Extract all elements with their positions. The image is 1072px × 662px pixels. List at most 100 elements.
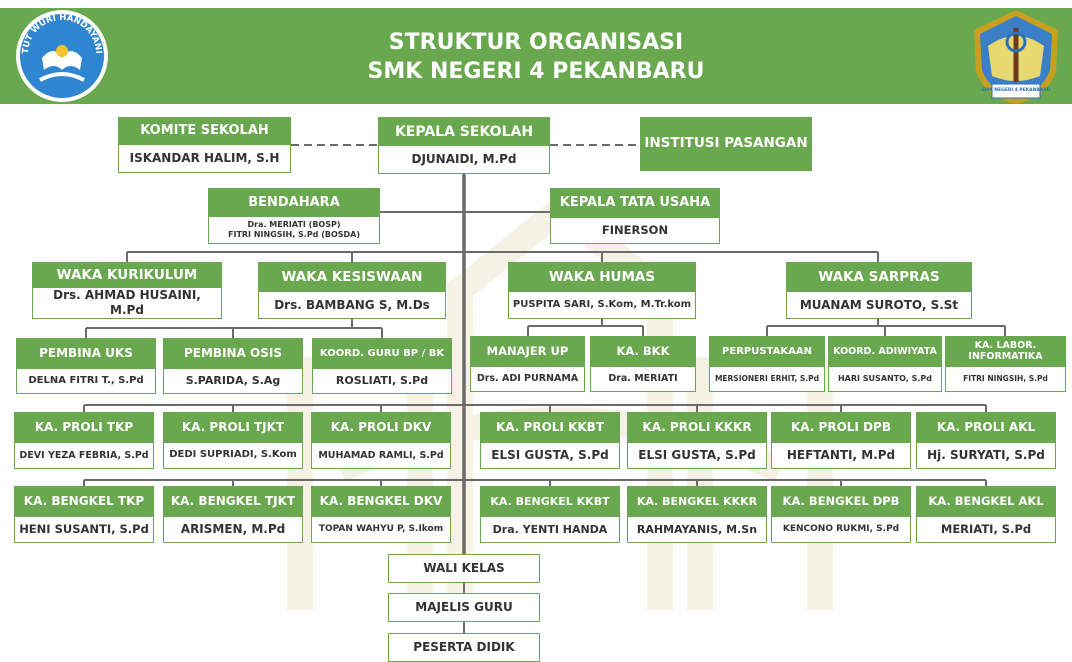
org-box-title: BENDAHARA [209,189,379,217]
org-box-names: RAHMAYANIS, M.Sn [628,517,766,542]
person-name: MERIATI, S.Pd [940,522,1032,537]
org-box-title: KA. PROLI AKL [917,413,1055,443]
org-box-title: KA. PROLI DKV [312,413,450,443]
org-box-title: KA. BENGKEL KKBT [481,487,619,517]
person-name: PESERTA DIDIK [413,640,515,654]
person-name: MUHAMAD RAMLI, S.Pd [318,449,444,461]
org-box-title: KOORD. ADIWIYATA [829,337,941,367]
org-box-title: PERPUSTAKAAN [710,337,824,367]
person-name: Drs. ADI PURNAMA [476,373,579,385]
header-band [0,8,1072,104]
person-name: Hj. SURYATI, S.Pd [927,448,1045,462]
person-name: MERSIONERI ERHIT, S.Pd [714,374,820,384]
person-name: WALI KELAS [423,561,505,575]
school-crest-logo: SMK NEGERI 4 PEKANBARU [974,10,1058,104]
org-box-uks: PEMBINA UKS DELNA FITRI T., S.Pd [16,338,156,394]
person-name: Dra. MERIATI (BOSP) [247,220,341,229]
org-box-title: KA. BKK [591,337,695,367]
person-name: ELSI GUSTA, S.Pd [491,448,609,462]
org-box-title: WAKA KURIKULUM [33,263,221,288]
org-box-names: ISKANDAR HALIM, S.H [119,145,290,172]
org-box-institusi: INSTITUSI PASANGAN [640,117,812,171]
person-name: PUSPITA SARI, S.Kom, M.Tr.kom [512,298,692,310]
org-box-names: S.PARIDA, S.Ag [164,369,302,393]
person-name: HENI SUSANTI, S.Pd [19,522,149,537]
org-box-names: DEVI YEZA FEBRIA, S.Pd [15,443,153,468]
person-name: ARISMEN, M.Pd [180,522,286,536]
person-name: ELSI GUSTA, S.Pd [638,448,756,462]
org-box-names: Dra. MERIATI [591,367,695,391]
person-name: RAHMAYANIS, M.Sn [636,522,758,536]
person-name: DELNA FITRI T., S.Pd [28,374,144,386]
org-box-osis: PEMBINA OSIS S.PARIDA, S.Ag [163,338,303,394]
org-box-names: HEFTANTI, M.Pd [772,443,910,468]
org-box-names: FINERSON [551,218,719,243]
person-name: Dra. MERIATI [608,373,678,385]
org-box-names: ELSI GUSTA, S.Pd [481,443,619,468]
person-name: MAJELIS GURU [415,600,513,614]
org-box-title: KA. LABOR. INFORMATIKA [946,337,1065,367]
org-box-pkkbt: KA. PROLI KKBT ELSI GUSTA, S.Pd [480,412,620,469]
org-box-names: ARISMEN, M.Pd [164,517,302,542]
org-box-btjkt: KA. BENGKEL TJKT ARISMEN, M.Pd [163,486,303,543]
person-name: TOPAN WAHYU P, S.Ikom [318,523,444,534]
org-box-peserta: PESERTA DIDIK [388,633,540,662]
org-box-walikelas: WALI KELAS [388,554,540,583]
org-box-names: MUHAMAD RAMLI, S.Pd [312,443,450,468]
org-box-names: ELSI GUSTA, S.Pd [628,443,766,468]
org-box-title: KA. PROLI TKP [15,413,153,443]
org-box-title: KA. PROLI KKKR [628,413,766,443]
org-box-title: WAKA KESISWAAN [259,263,445,292]
org-box-pakl: KA. PROLI AKL Hj. SURYATI, S.Pd [916,412,1056,469]
org-box-ktu: KEPALA TATA USAHA FINERSON [550,188,720,244]
person-name: Drs. AHMAD HUSAINI, M.Pd [53,288,201,317]
person-name: FINERSON [601,223,669,238]
org-box-names: HARI SUSANTO, S.Pd [829,367,941,391]
org-box-title: KA. PROLI TJKT [164,413,302,443]
person-name: HARI SUSANTO, S.Pd [837,374,932,383]
org-box-perpus: PERPUSTAKAAN MERSIONERI ERHIT, S.Pd [709,336,825,392]
person-name: Drs. BAMBANG S, M.Ds [274,297,430,312]
org-box-names: KENCONO RUKMI, S.Pd [772,517,910,542]
title-line-1: STRUKTUR ORGANISASI [388,30,684,55]
org-box-names: Dra. MERIATI (BOSP)FITRI NINGSIH, S.Pd (… [209,217,379,243]
person-name: S.PARIDA, S.Ag [185,374,281,388]
person-name: DJUNAIDI, M.Pd [411,152,517,166]
org-box-names: MUANAM SUROTO, S.St [787,292,971,318]
org-box-title: PEMBINA UKS [17,339,155,369]
org-box-names: DEDI SUPRIADI, S.Kom [164,443,302,468]
org-box-kesiswaan: WAKA KESISWAAN Drs. BAMBANG S, M.Ds [258,262,446,319]
person-name: ISKANDAR HALIM, S.H [129,151,280,165]
person-name: DEDI SUPRIADI, S.Kom [169,449,297,461]
org-box-names: ROSLIATI, S.Pd [313,369,451,393]
org-box-title: KOORD. GURU BP / BK [313,339,451,369]
person-name: FITRI NINGSIH, S.Pd (BOSDA) [228,230,360,239]
org-box-title: PEMBINA OSIS [164,339,302,369]
org-box-names: WALI KELAS [389,555,539,582]
person-name: KENCONO RUKMI, S.Pd [782,523,900,534]
org-box-title: INSTITUSI PASANGAN [641,118,811,170]
org-box-pdkv: KA. PROLI DKV MUHAMAD RAMLI, S.Pd [311,412,451,469]
org-box-names: Drs. BAMBANG S, M.Ds [259,292,445,318]
org-box-title: KA. PROLI KKBT [481,413,619,443]
org-box-majelis: MAJELIS GURU [388,593,540,622]
org-box-bakl: KA. BENGKEL AKL MERIATI, S.Pd [916,486,1056,543]
org-box-title: KA. BENGKEL TJKT [164,487,302,517]
org-box-names: DELNA FITRI T., S.Pd [17,369,155,393]
org-box-names: Dra. YENTI HANDA [481,517,619,542]
org-box-names: PESERTA DIDIK [389,634,539,661]
org-box-title: KA. BENGKEL AKL [917,487,1055,517]
tut-wuri-handayani-logo: TUT WURI HANDAYANI [16,10,108,102]
org-box-title: KEPALA TATA USAHA [551,189,719,218]
org-box-adiwiyata: KOORD. ADIWIYATA HARI SUSANTO, S.Pd [828,336,942,392]
person-name: DEVI YEZA FEBRIA, S.Pd [19,449,149,461]
